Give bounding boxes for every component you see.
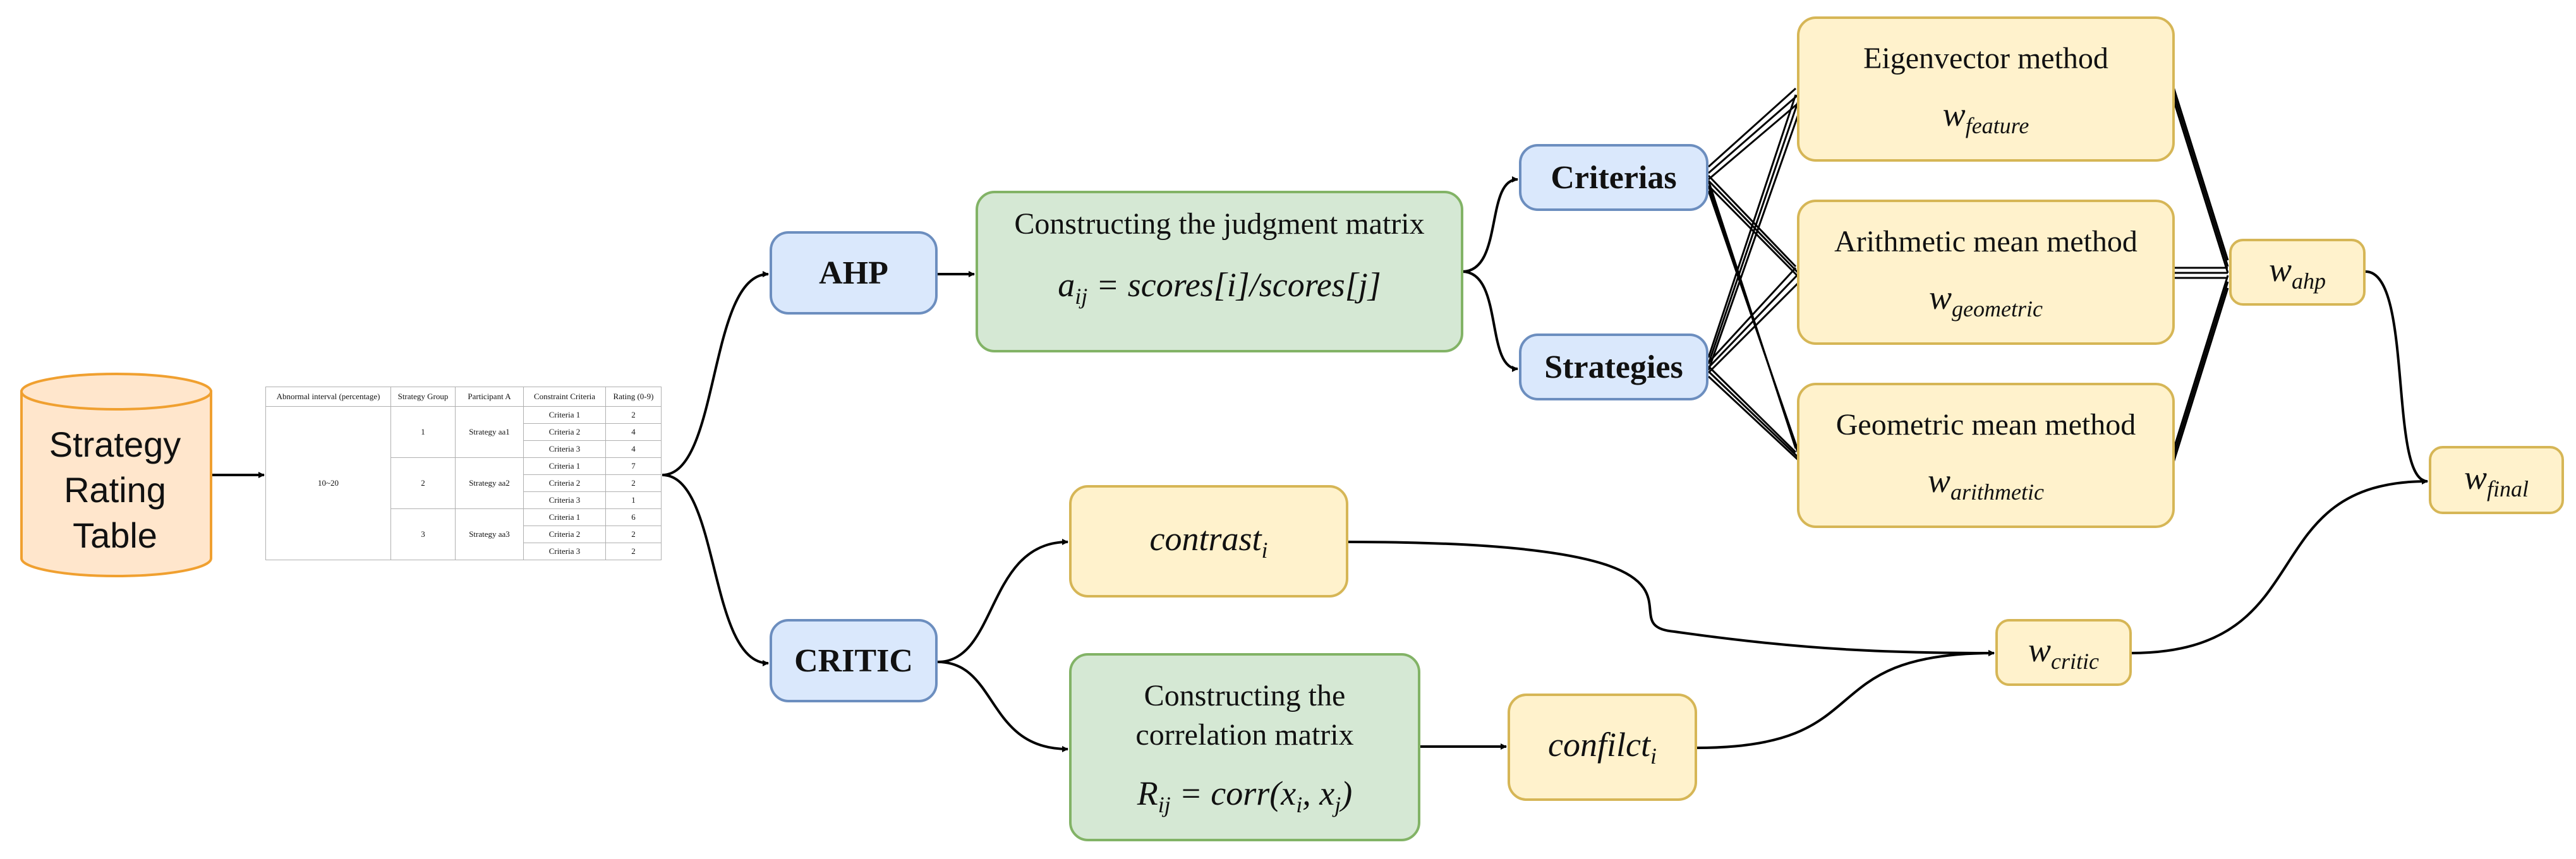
ahp-label: AHP [819,255,888,291]
edge-critic-to-correlation [937,661,1068,752]
edge-critic-to-contrast [937,539,1068,663]
edge-conflict-to-wcritic [1696,650,1995,749]
critic-label: CRITIC [794,642,913,679]
table-cell-participant: Strategy aa1 [455,406,524,458]
table-cell: Criteria 1 [523,457,606,475]
w-final-node: wfinal [2429,446,2564,514]
table-cell-group: 2 [390,457,456,509]
table-cell: 2 [605,526,662,543]
edge-table-to-critic [662,474,769,666]
strategies-node: Strategies [1519,333,1708,400]
method-weight: wgeometric [1929,279,2043,321]
arithmetic-mean-method-node: Arithmetic mean method wgeometric [1797,200,2175,345]
table-cell: 2 [605,474,662,492]
critic-node: CRITIC [770,619,938,702]
method-title: Eigenvector method [1863,42,2108,76]
table-cell: 4 [605,423,662,441]
edge-judgment-to-criterias [1461,176,1518,273]
table-cell: Criteria 2 [523,526,606,543]
table-cell-interval: 10~20 [265,406,391,560]
method-title: Arithmetic mean method [1834,225,2138,259]
table-header: Abnormal interval (percentage) [265,387,391,407]
table-row: Criteria 3 2 [266,543,662,560]
geometric-mean-method-node: Geometric mean method warithmetic [1797,383,2175,528]
correlation-formula: Rij = corr(xi, xj) [1137,774,1353,817]
table-cell-participant: Strategy aa2 [455,457,524,509]
table-header: Rating (0-9) [605,387,662,407]
strategies-label: Strategies [1544,349,1683,385]
table-cell: Criteria 3 [523,543,606,560]
table-row: Criteria 3 1 [266,491,662,509]
table-cell-group: 1 [390,406,456,458]
edge-contrast-to-wcritic [1348,541,1995,656]
source-label: Strategy Rating Table [49,424,181,555]
edge-judgment-to-strategies [1461,270,1518,372]
eigenvector-method-node: Eigenvector method wfeature [1797,16,2175,162]
w-ahp-node: wahp [2229,239,2366,306]
table-cell: Criteria 1 [523,508,606,526]
table-cell-participant: Strategy aa3 [455,508,524,560]
judgment-matrix-title: Constructing the judgment matrix [1014,207,1425,241]
table-row: 2 Strategy aa2 Criteria 1 7 [266,457,662,509]
conflict-node: confilcti [1508,694,1697,801]
database-cylinder-icon [20,373,212,577]
table-cell: 2 [605,543,662,560]
contrast-node: contrasti [1069,485,1348,598]
correlation-title-line2: correlation matrix [1135,718,1354,752]
method-title: Geometric mean method [1835,408,2136,442]
edge-wcritic-to-wfinal [2130,478,2428,654]
edge-table-to-ahp [662,271,769,476]
criterias-node: Criterias [1519,144,1708,211]
table-row: 10~20 1 Strategy aa1 Criteria 1 2 [265,406,662,560]
correlation-matrix-node: Constructing the correlation matrix Rij … [1069,653,1420,841]
table-cell: 1 [605,491,662,509]
table-row: Criteria 2 4 [266,423,662,441]
method-weight: wfeature [1942,95,2029,138]
table-header: Strategy Group [390,387,456,407]
table-cell: 6 [605,508,662,526]
table-cell: Criteria 1 [523,406,606,424]
criterias-label: Criterias [1551,159,1677,196]
judgment-matrix-node: Constructing the judgment matrix aij = s… [976,191,1463,352]
table-row: Criteria 2 2 [266,474,662,492]
rating-table: Abnormal interval (percentage) Strategy … [265,387,662,560]
judgment-formula: aij = scores[i]/scores[j] [1058,266,1381,309]
ahp-node: AHP [770,231,938,315]
table-header: Constraint Criteria [523,387,606,407]
edges-criterias-to-methods [1707,87,1802,459]
table-cell: 2 [605,406,662,424]
method-weight: warithmetic [1927,462,2044,505]
table-cell: Criteria 3 [523,440,606,458]
table-header-row: Abnormal interval (percentage) Strategy … [265,387,662,407]
correlation-title-line1: Constructing the [1144,679,1346,713]
table-cell: Criteria 2 [523,423,606,441]
table-header: Participant A [455,387,524,407]
table-cell: 7 [605,457,662,475]
table-cell: 4 [605,440,662,458]
edge-wahp-to-wfinal [2365,270,2428,484]
table-row: 3 Strategy aa3 Criteria 1 6 [266,508,662,560]
table-cell: Criteria 3 [523,491,606,509]
table-row: Criteria 3 4 [266,440,662,458]
w-critic-node: wcritic [1995,619,2132,686]
table-cell-group: 3 [390,508,456,560]
table-cell: Criteria 2 [523,474,606,492]
edges-strategies-to-methods [1707,94,1802,464]
edges-methods-to-wahp [2172,87,2229,463]
